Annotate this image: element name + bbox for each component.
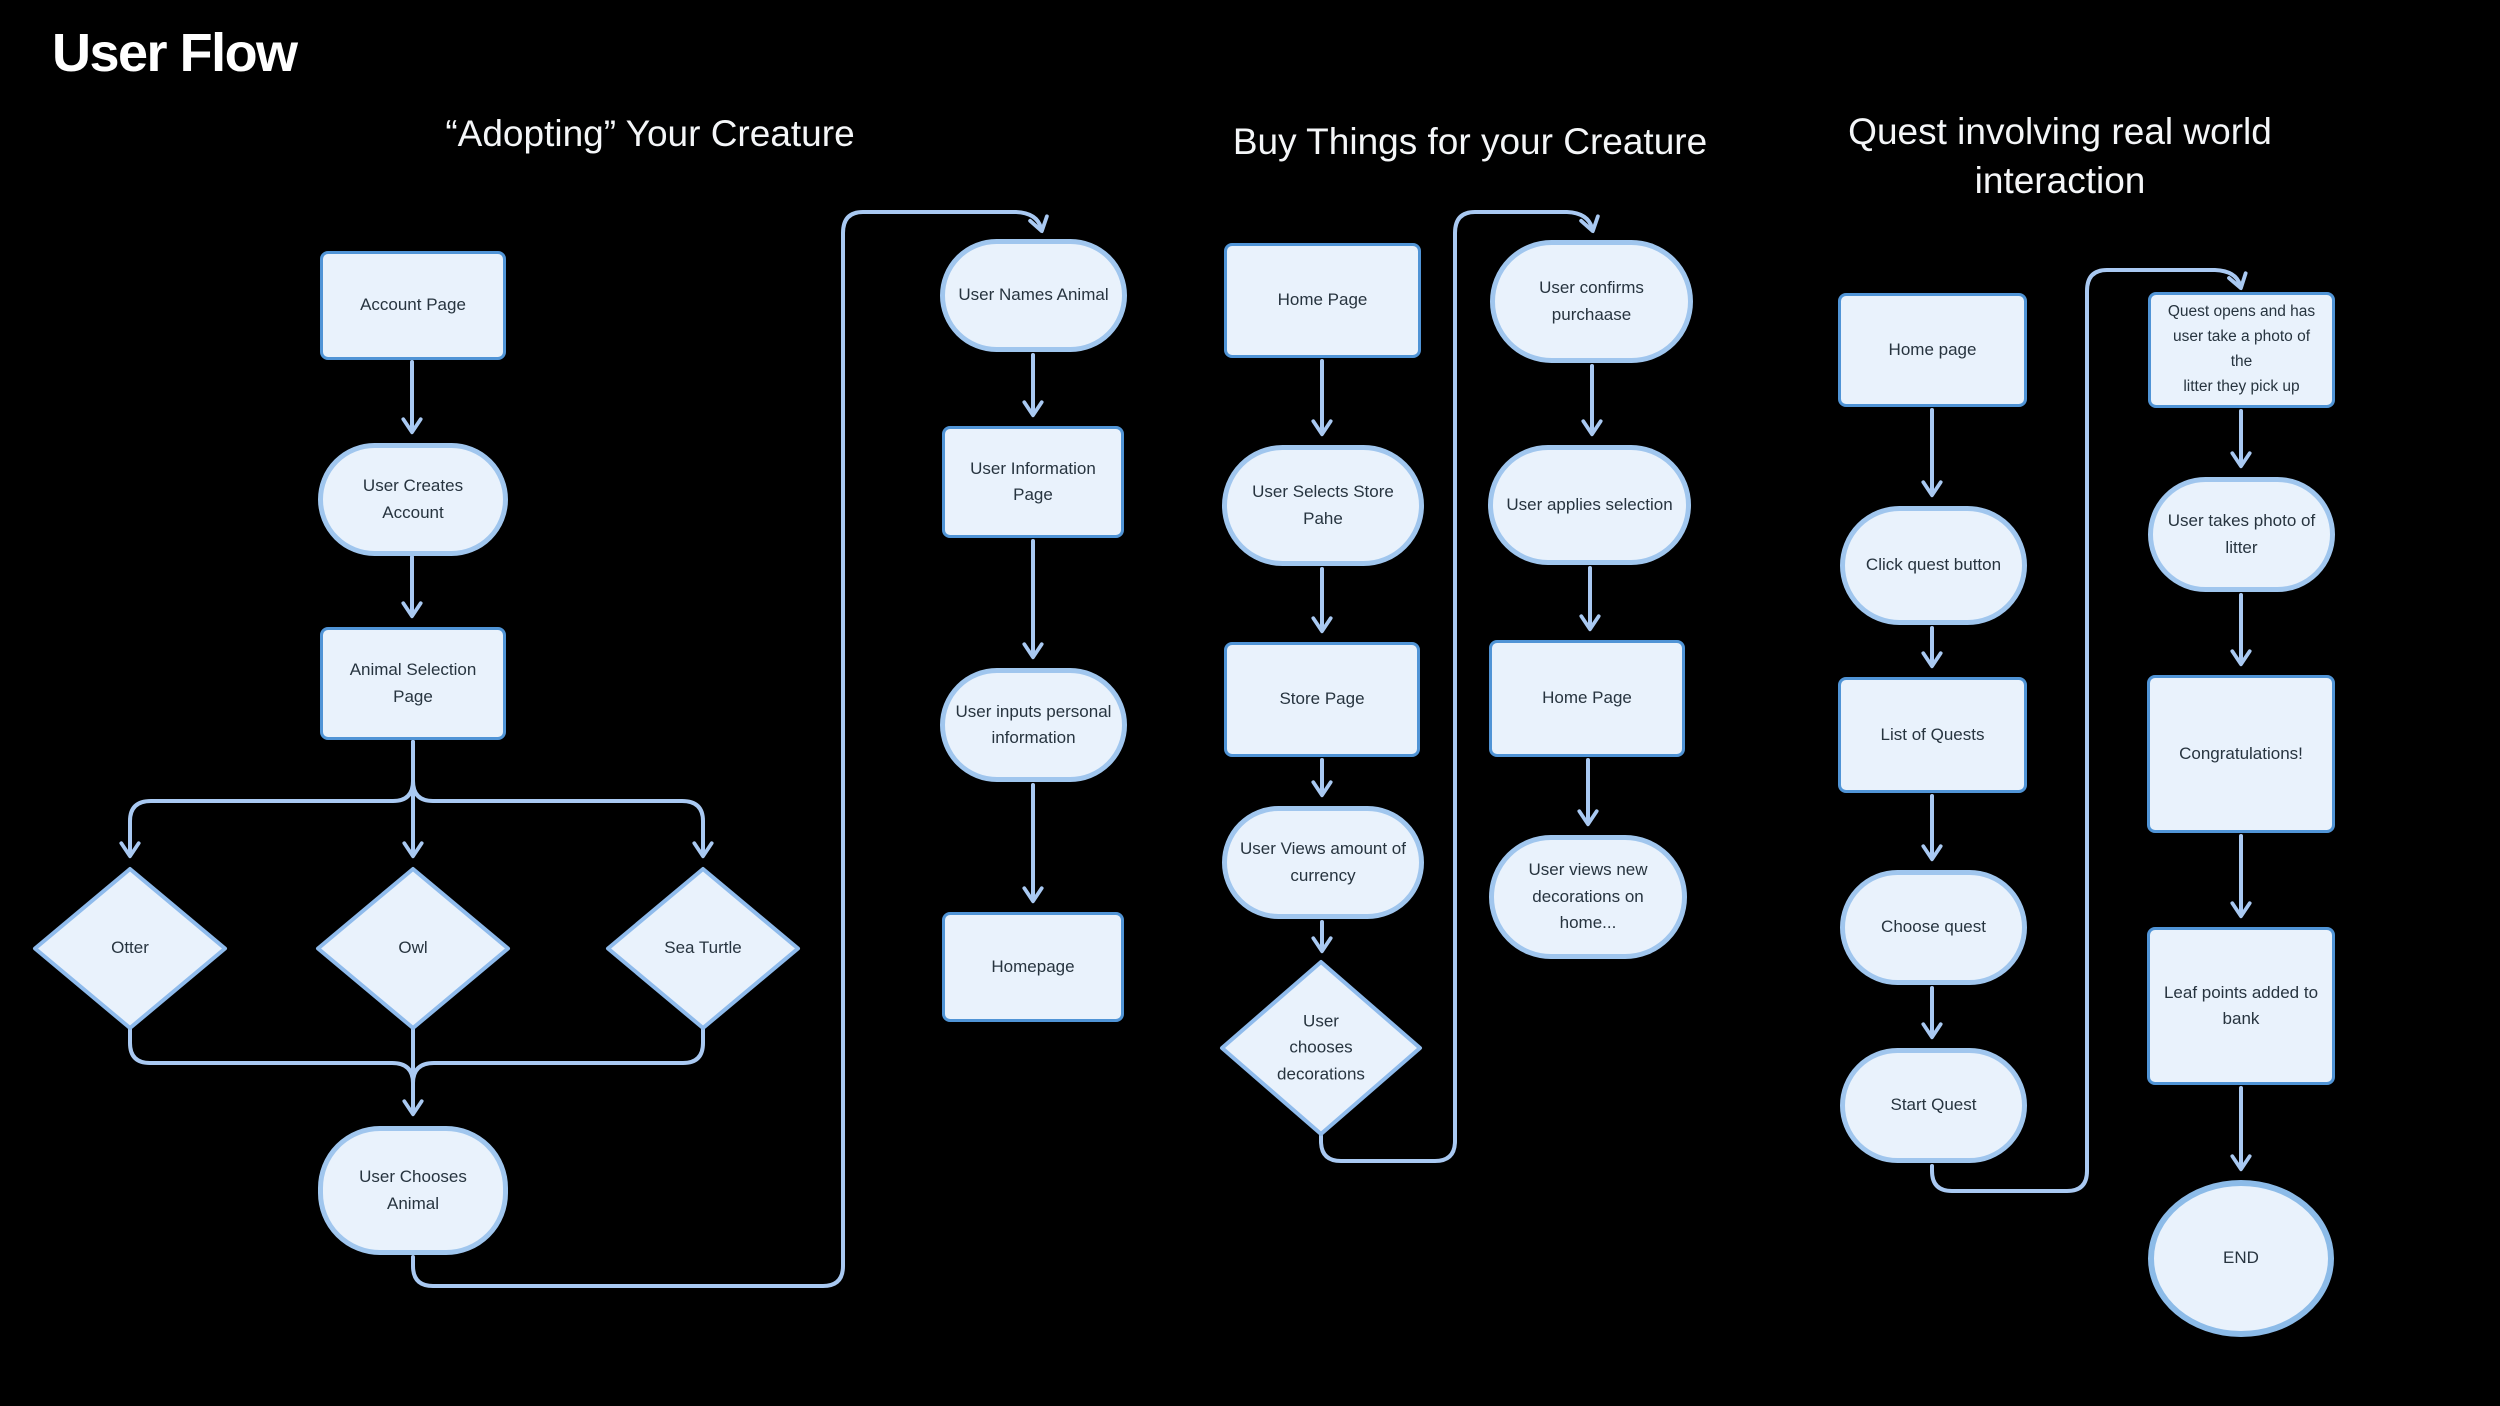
node-user-chooses-decorations-label: User chooses decorations: [1277, 1011, 1365, 1084]
node-label: User Information Page: [970, 458, 1096, 504]
node-user-names-animal[interactable]: User Names Animal: [940, 239, 1127, 352]
edge-selection-to-otter: [119, 740, 415, 859]
node-quest-opens[interactable]: Quest opens and has user take a photo of…: [2148, 292, 2335, 408]
node-user-information-page[interactable]: User Information Page: [942, 426, 1124, 538]
node-label: Animal Selection Page: [349, 660, 477, 706]
node-click-quest-button[interactable]: Click quest button: [1840, 506, 2027, 625]
node-label: Quest opens and has user take a photo of…: [2167, 303, 2316, 395]
node-user-inputs-personal-information[interactable]: User inputs personal information: [940, 668, 1127, 782]
edge-decorations-to-confirms: [1319, 210, 1600, 1163]
node-end[interactable]: END: [2148, 1180, 2334, 1337]
node-label: User Chooses Animal: [359, 1167, 467, 1213]
node-home-page-2[interactable]: Home Page: [1489, 640, 1685, 757]
node-label: User inputs personal information: [955, 701, 1112, 747]
node-label: Leaf points added to bank: [2163, 982, 2319, 1028]
node-congratulations[interactable]: Congratulations!: [2147, 675, 2335, 833]
edge-sea-turtle-merge: [411, 1027, 705, 1085]
node-label: Account Page: [360, 295, 466, 315]
node-user-views-amount-of-currency[interactable]: User Views amount of currency: [1222, 806, 1424, 919]
node-user-chooses-animal[interactable]: User Chooses Animal: [318, 1126, 508, 1255]
node-label: Start Quest: [1890, 1095, 1977, 1115]
edge-selection-to-sea-turtle: [411, 740, 714, 859]
section-title-adopting: “Adopting” Your Creature: [445, 113, 855, 154]
node-label: Home Page: [1277, 290, 1368, 310]
node-label: END: [2223, 1248, 2259, 1268]
node-user-selects-store-pahe[interactable]: User Selects Store Pahe: [1222, 445, 1424, 566]
node-start-quest[interactable]: Start Quest: [1840, 1048, 2027, 1163]
node-label: User Selects Store Pahe: [1252, 482, 1394, 528]
node-homepage[interactable]: Homepage: [942, 912, 1124, 1022]
node-leaf-points-added-to-bank[interactable]: Leaf points added to bank: [2147, 927, 2335, 1085]
node-user-confirms-purchaase[interactable]: User confirms purchaase: [1490, 240, 1693, 363]
edge-chooses-animal-to-names-animal: [411, 210, 1049, 1288]
node-store-page[interactable]: Store Page: [1224, 642, 1420, 757]
node-label: User views new decorations on home...: [1528, 860, 1648, 933]
edge-otter-merge: [128, 1027, 415, 1085]
node-owl-label: Owl: [398, 937, 428, 957]
node-label: Congratulations!: [2179, 743, 2303, 763]
node-otter-shape[interactable]: [33, 867, 227, 1030]
node-sea-turtle-shape[interactable]: [606, 867, 800, 1030]
node-label: User confirms purchaase: [1539, 278, 1644, 324]
node-otter-label: Otter: [111, 937, 149, 957]
node-user-takes-photo-of-litter[interactable]: User takes photo of litter: [2148, 477, 2335, 592]
page-title: User Flow: [52, 23, 298, 83]
node-label: Store Page: [1279, 689, 1365, 709]
node-label: Homepage: [991, 956, 1075, 976]
node-owl-shape[interactable]: [316, 867, 510, 1030]
node-label: User applies selection: [1506, 494, 1673, 514]
node-label: Home page: [1888, 339, 1977, 359]
node-choose-quest[interactable]: Choose quest: [1840, 870, 2027, 985]
node-label: User takes photo of litter: [2167, 511, 2316, 557]
edge-start-to-quest-opens: [1930, 268, 2248, 1193]
node-home-page-store[interactable]: Home Page: [1224, 243, 1421, 358]
node-user-creates-account[interactable]: User Creates Account: [318, 443, 508, 556]
node-label: User Views amount of currency: [1240, 839, 1406, 885]
node-user-applies-selection[interactable]: User applies selection: [1488, 445, 1691, 565]
node-label: User Creates Account: [362, 476, 464, 522]
node-label: Choose quest: [1881, 917, 1986, 937]
section-title-buy-things: Buy Things for your Creature: [1232, 121, 1708, 162]
section-title-quest: Quest involving real world interaction: [1848, 111, 2272, 201]
node-animal-selection-page[interactable]: Animal Selection Page: [320, 627, 506, 740]
node-sea-turtle-label: Sea Turtle: [664, 937, 742, 957]
node-account-page[interactable]: Account Page: [320, 251, 506, 360]
node-list-of-quests[interactable]: List of Quests: [1838, 677, 2027, 793]
node-label: Click quest button: [1865, 555, 2002, 575]
node-label: List of Quests: [1880, 724, 1985, 744]
node-user-views-new-decorations[interactable]: User views new decorations on home...: [1489, 835, 1687, 959]
node-label: User Names Animal: [958, 285, 1109, 305]
node-home-page-quest[interactable]: Home page: [1838, 293, 2027, 407]
node-user-chooses-decorations-shape[interactable]: [1220, 960, 1422, 1136]
node-label: Home Page: [1542, 688, 1632, 708]
